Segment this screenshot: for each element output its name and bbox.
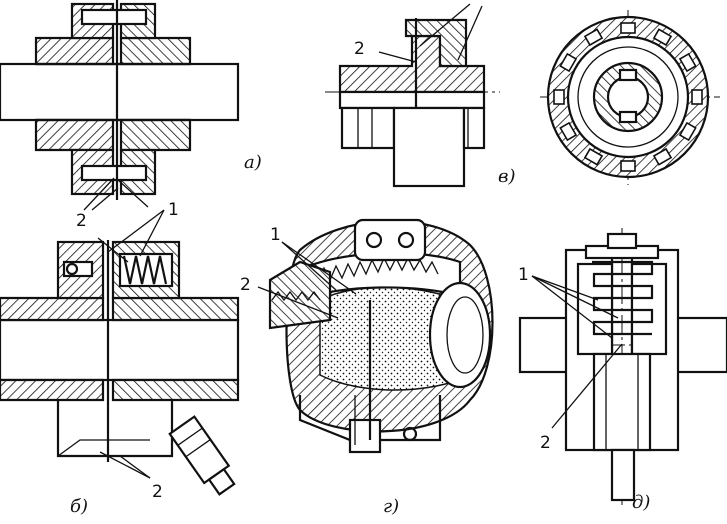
- disc-slot: [620, 160, 636, 172]
- panel-label-a: а): [244, 152, 262, 173]
- disc-slot: [620, 22, 636, 34]
- panel-d-drawing: [518, 228, 727, 505]
- disc-slot: [652, 28, 673, 47]
- disc-end-view-drawing: [540, 10, 720, 185]
- callout-2-panel-d: 2: [540, 433, 551, 453]
- panel-a-drawing: [0, 0, 240, 211]
- callout-2-panel-v: 2: [354, 39, 365, 59]
- disc-slot: [559, 52, 578, 73]
- disc-slot: [583, 147, 604, 166]
- disc-slot: [652, 147, 673, 166]
- callout-1-panel-d: 1: [518, 265, 529, 285]
- callout-2-panel-g: 2: [240, 275, 251, 295]
- panel-label-b: б): [70, 496, 88, 517]
- disc-slot: [691, 89, 703, 105]
- disc-slot: [553, 89, 565, 105]
- disc-slot: [559, 121, 578, 142]
- callout-1-panel-g: 1: [270, 225, 281, 245]
- panel-label-v: в): [498, 166, 516, 187]
- callout-1-panel-a: 1: [168, 200, 179, 220]
- panel-label-d: д): [632, 492, 650, 513]
- panel-v-drawing: [325, 3, 500, 188]
- disc-slot: [583, 28, 604, 47]
- disc-slot: [678, 52, 697, 73]
- disc-slot: [678, 121, 697, 142]
- panel-g-drawing: [257, 218, 494, 454]
- panel-b-drawing: [0, 209, 240, 496]
- panel-label-g: г): [383, 496, 399, 517]
- disc-slots: [553, 22, 703, 172]
- callout-2-panel-b: 2: [152, 482, 163, 502]
- callout-2-panel-a: 2: [76, 211, 87, 231]
